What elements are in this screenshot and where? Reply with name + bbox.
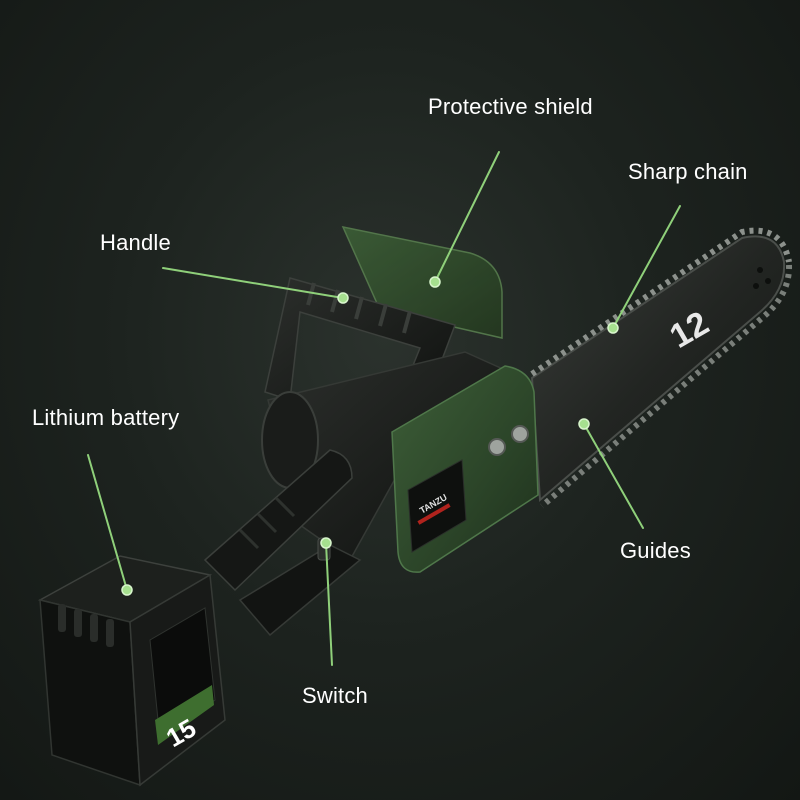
spec-label [407,459,467,553]
label-switch: Switch [302,683,368,708]
handle-grip-ridges [306,282,412,334]
battery-ridges [58,604,114,647]
callout-line-shield [434,151,500,283]
spec-label-stripe [417,503,451,525]
callout-dot-switch [320,537,332,549]
bar-hole [757,267,763,273]
callout-dot-handle [337,292,349,304]
grip-ridges [238,496,296,550]
guide-bar [530,235,786,503]
bar-hole [765,278,771,284]
cover-bolt [488,438,506,456]
label-guides: Guides [620,538,691,563]
rear-grip [203,449,353,592]
callout-lines [87,151,681,666]
chain-top [530,227,792,377]
cover-bolt [511,425,529,443]
callout-dot-battery [121,584,133,596]
label-lithium-battery: Lithium battery [32,405,180,430]
callout-line-guides [583,423,644,529]
callout-line-handle [162,267,344,299]
callout-line-switch [325,542,333,666]
callout-dots [121,276,619,596]
trigger-guard [238,544,362,637]
label-protective-shield: Protective shield [428,94,593,119]
callout-dot-shield [429,276,441,288]
label-sharp-chain: Sharp chain [628,159,748,184]
label-handle: Handle [100,230,171,255]
callout-dot-chain [607,322,619,334]
callout-line-battery [87,454,128,591]
callout-dot-guides [578,418,590,430]
bar-hole [753,283,759,289]
battery-label-stripe [155,685,214,745]
callout-line-chain [612,205,681,329]
